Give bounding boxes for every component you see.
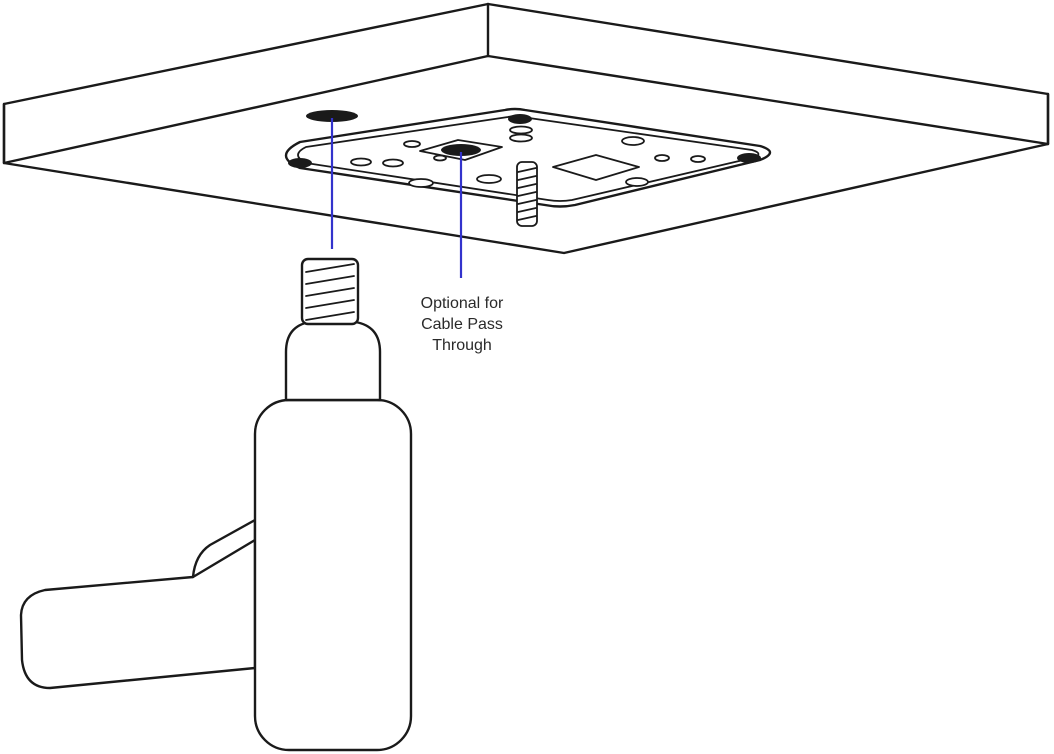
callout-line-1: Optional for	[420, 295, 504, 312]
plate-slot	[690, 155, 706, 163]
plate-slot	[621, 136, 645, 146]
mount-body	[253, 398, 413, 752]
plate-slot	[509, 133, 533, 143]
cable-pass-through-hole	[441, 144, 481, 156]
callout-line-3: Through	[432, 337, 492, 354]
mount-neck	[284, 320, 382, 402]
plate-slot	[433, 154, 447, 162]
corner-screw-top	[508, 114, 532, 124]
mounting-plate	[284, 107, 772, 208]
slab-bottom-face-edge	[2, 54, 1050, 165]
plate-slot	[350, 157, 372, 167]
corner-screw-left	[288, 158, 312, 168]
plate-slot	[382, 158, 404, 168]
threaded-rod-plate	[516, 161, 538, 227]
camera-mount-body	[19, 257, 413, 752]
plate-cutout	[552, 154, 640, 181]
plate-slot	[476, 174, 502, 184]
callout-line-2: Cable Pass	[421, 316, 503, 333]
plate-slot	[408, 178, 434, 188]
corner-screw-right	[737, 153, 761, 163]
plate-slot	[509, 125, 533, 135]
mount-handle	[19, 518, 257, 690]
plate-slot	[403, 140, 421, 148]
handle-bevel	[191, 538, 257, 579]
plate-slot	[625, 177, 649, 187]
plate-slot	[654, 154, 670, 162]
ceiling-anchor-hole	[306, 110, 358, 122]
cable-pass-through-callout: Optional for Cable Pass Through	[392, 293, 532, 356]
